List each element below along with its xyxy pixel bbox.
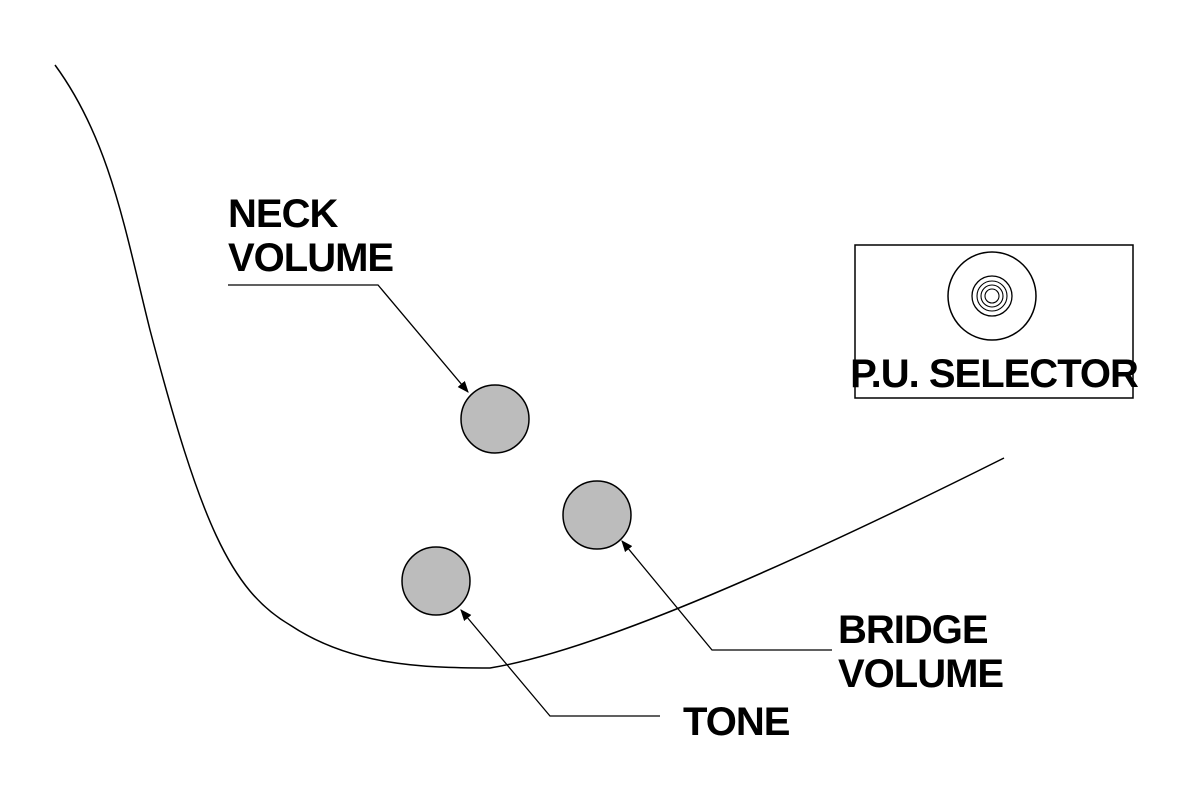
bridge-volume-label-line1: BRIDGE (838, 608, 988, 652)
bridge-volume-knob[interactable] (562, 480, 632, 550)
pu-selector-box: P.U. SELECTOR (850, 244, 1140, 399)
rotary-switch-icon[interactable] (947, 251, 1037, 341)
neck-volume-label-line1: NECK (228, 192, 338, 236)
tone-leader (460, 609, 660, 717)
bridge-volume-label-line2: VOLUME (838, 652, 1003, 696)
guitar-body-outline (54, 64, 1005, 669)
neck-volume-leader (228, 284, 469, 393)
tone-label: TONE (683, 700, 790, 744)
neck-volume-knob[interactable] (460, 384, 530, 454)
tone-knob[interactable] (401, 546, 471, 616)
bridge-volume-leader (621, 540, 832, 651)
pu-selector-label: P.U. SELECTOR (850, 352, 1139, 396)
pu-selector-frame (854, 244, 1134, 399)
neck-volume-label-line2: VOLUME (228, 236, 393, 280)
